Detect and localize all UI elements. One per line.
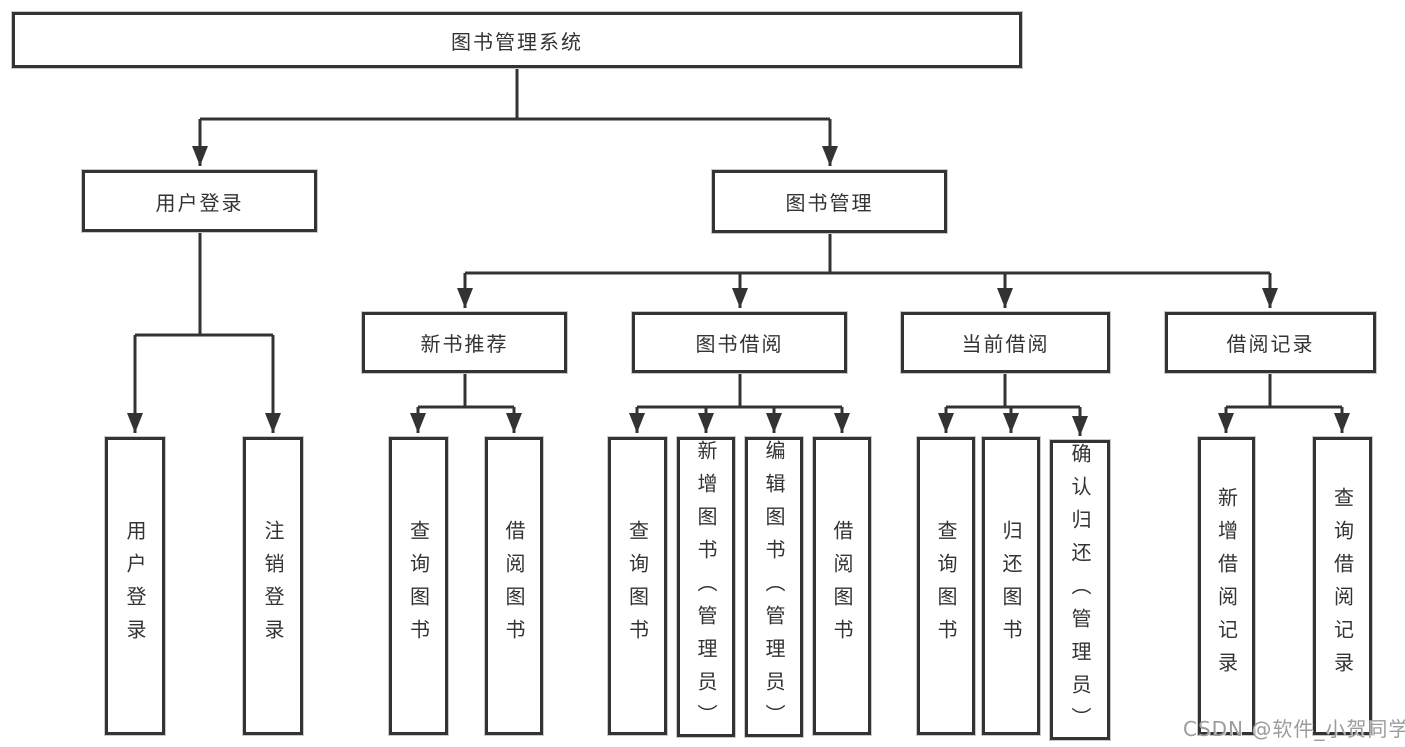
node-add-borrow-record: 新增借阅记录 bbox=[1197, 436, 1256, 736]
node-borrow-books-2: 借阅图书 bbox=[812, 436, 872, 736]
edges-root-to-level2 bbox=[192, 68, 838, 166]
node-library-management-system: 图书管理系统 bbox=[11, 11, 1023, 69]
node-add-books-admin: 新增图书（管理员） bbox=[676, 436, 736, 738]
edges-book-borrow-children bbox=[629, 373, 850, 433]
node-query-books-3: 查询图书 bbox=[916, 436, 976, 736]
node-current-borrowing: 当前借阅 bbox=[900, 311, 1111, 374]
node-user-login: 用户登录 bbox=[81, 169, 318, 233]
node-borrow-books-1: 借阅图书 bbox=[484, 436, 544, 736]
node-logout-action: 注销登录 bbox=[242, 436, 304, 736]
node-query-borrow-record: 查询借阅记录 bbox=[1312, 436, 1373, 736]
node-user-login-action: 用户登录 bbox=[104, 436, 166, 736]
node-edit-books-admin: 编辑图书（管理员） bbox=[744, 436, 804, 738]
node-book-management: 图书管理 bbox=[711, 169, 948, 234]
edges-book-management-children bbox=[457, 233, 1278, 308]
node-return-books: 归还图书 bbox=[981, 436, 1041, 736]
edges-current-borrow-children bbox=[938, 373, 1088, 436]
node-new-book-recommendation: 新书推荐 bbox=[361, 311, 568, 374]
edges-borrow-record-children bbox=[1218, 373, 1350, 433]
edges-new-book-children bbox=[410, 373, 522, 433]
node-query-books-1: 查询图书 bbox=[388, 436, 449, 736]
node-borrowing-records: 借阅记录 bbox=[1164, 311, 1377, 374]
node-query-books-2: 查询图书 bbox=[607, 436, 668, 736]
node-book-borrowing: 图书借阅 bbox=[631, 311, 848, 374]
csdn-watermark: CSDN @软件_小贺同学 bbox=[1183, 717, 1405, 741]
edges-user-login-children bbox=[127, 232, 281, 433]
node-confirm-return-admin: 确认归还（管理员） bbox=[1049, 439, 1111, 741]
